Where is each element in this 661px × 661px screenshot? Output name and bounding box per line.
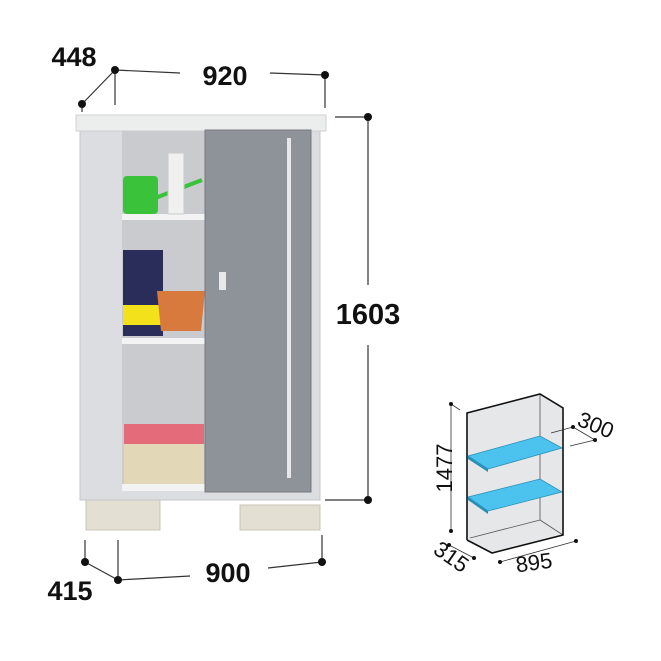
shed-roof: [75, 114, 327, 132]
shelf-middle: [122, 338, 206, 344]
door-lock: [219, 272, 226, 290]
door-handle-bar: [287, 138, 291, 478]
interior-height-label: 1477: [432, 444, 457, 493]
dimension-dots: [78, 66, 372, 584]
width-top-label: 920: [202, 61, 247, 91]
interior-depth-label: 315: [429, 536, 473, 578]
height-label: 1603: [336, 299, 401, 331]
flower-pot: [157, 291, 205, 331]
shelf-top: [122, 214, 206, 220]
shed: [75, 114, 327, 531]
dimension-lines: [81, 69, 369, 581]
seed-bags: [124, 424, 204, 444]
shelf-bottom: [122, 484, 206, 491]
interior-width-label: 895: [514, 548, 554, 578]
soil-bags: [124, 444, 204, 484]
interior-diagram: 1477 300 315 895: [429, 393, 618, 578]
base-block-right: [239, 504, 321, 531]
width-base-label: 900: [205, 558, 250, 588]
depth-top-label: 448: [51, 42, 96, 72]
interior-shelf-upper: [467, 435, 564, 470]
shelf-depth-label: 300: [574, 407, 617, 444]
door: [204, 129, 312, 493]
watering-can: [123, 176, 158, 214]
depth-base-label: 415: [47, 576, 92, 606]
bottle: [167, 152, 185, 215]
